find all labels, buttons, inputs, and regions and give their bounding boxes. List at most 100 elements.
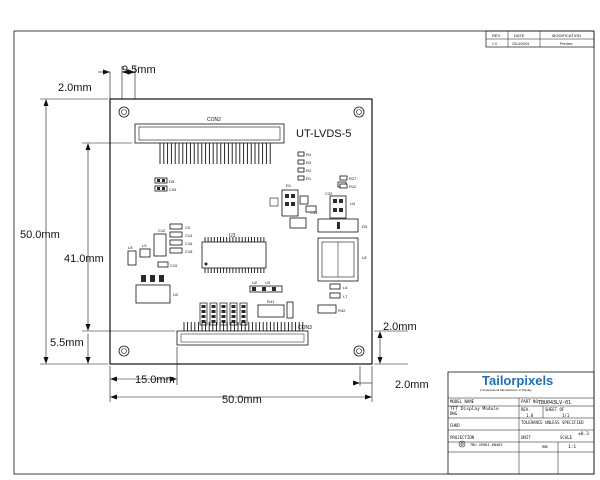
part-no-value: TBU043LV-01 [538,400,571,406]
board-silk-title: UT-LVDS-5 [296,128,351,140]
ic-u3: U3 [201,233,267,273]
lower-right-parts: U2 U3 R41 R42 L6 L7 [249,280,348,319]
caps-c34-c12: D5 C34 [154,177,177,192]
pack-pad [211,305,216,308]
resistor-pack [209,302,218,326]
projection-value: TBU 4P0K3-6N4K3 [470,443,502,447]
mounting-hole-icon [118,106,365,357]
right-cluster: C32 R27 R12 R1 C33 U4 [269,175,357,229]
dimension-arrows [43,69,383,400]
label-c32: C32 [325,191,333,196]
model-name-value: TFT Display Module [450,406,499,412]
model-name-label: MODEL NAME [450,399,475,404]
part-no-label: PART NO. [521,399,540,404]
label-c12: C34 [169,187,177,192]
sheet-border [13,30,595,475]
dim-board-width: 50.0mm [222,394,262,406]
resistor-pack-row [199,302,248,326]
dim-bottom-inset: 5.5mm [50,337,84,349]
label-r41: U2 [252,280,258,285]
label-l6: R41 [267,299,275,304]
dim-connector-span: 41.0mm [64,253,104,265]
resistor-column: R4 R3 R2 R1 [297,151,312,181]
unit-label: UNIT [521,435,531,440]
pack-pad [231,305,236,308]
pack-pad [201,315,206,318]
label-d5: D5 [362,224,368,229]
sheet-label: SHEET OF [545,407,565,412]
pack-pad [211,320,216,323]
label-c30: L6 [343,285,348,290]
con2-label: CON2 [207,117,221,123]
u2-label: U2 [173,292,179,297]
dim-board-height: 50.0mm [20,229,60,241]
revision-table: REV. DATE MODIFICATION 1.0 2014/03/01 Pr… [485,30,595,48]
pack-pad [231,315,236,318]
scale-label: SCALE [560,435,573,440]
rev-label: REV. [521,407,531,412]
label-l7: R42 [338,308,346,313]
pack-pad [201,305,206,308]
dim-connector-offset: 9.5mm [122,64,156,76]
pack-pad [211,310,216,313]
scale-value: 1:1 [568,444,576,450]
label-c31: L7 [343,294,348,299]
label-c11: L8 [128,245,133,250]
dimension-lines [40,66,408,402]
tolerance-value: ±0.3 [578,431,589,437]
label-r1: R1 [286,183,292,188]
pack-pad [221,305,226,308]
left-passives: C12 L9 L8 [127,228,167,266]
pack-pad [231,320,236,323]
chkd-label: CHKD [450,423,460,428]
pack-pad [221,315,226,318]
label-c18: C16 [185,241,193,246]
logo-tagline: A Professional Manufacturer of Display [480,388,532,392]
title-block: Tailorpixels A Professional Manufacturer… [447,371,595,475]
label-r1-top: R1 [306,176,312,181]
projection-symbol-icon [458,440,466,448]
label-l8: L8 [362,255,367,260]
projection-label: PROJECTION [450,435,475,440]
pack-pad [241,320,246,323]
unit-value: mm [542,445,548,450]
label-c10: C15 [170,263,178,268]
label-r12: R12 [349,184,357,189]
label-c14: C9 [185,225,191,230]
dwg-label: DWG [450,411,458,416]
label-l9: C12 [158,228,166,233]
cap-column: C9 C14 C16 C18 C15 [157,223,193,268]
resistor-pack [199,302,208,326]
con3-label: CON3 [298,325,312,331]
sheet-value: 1/1 [562,413,570,418]
logo-text: Tailorpixels [482,373,553,388]
rev-header: REV. [492,33,501,38]
pack-pad [241,315,246,318]
pack-pad [231,310,236,313]
pack-pad [221,320,226,323]
dim-right-inset: 2.0mm [383,321,417,333]
date-header: DATE [514,33,525,38]
modification-value: Preview [560,42,573,46]
label-c33: C33 [310,210,318,215]
dim-hole-inset-top: 2.0mm [58,82,92,94]
rev-value: 1.0 [492,42,497,46]
connector-con2: CON2 [134,117,285,164]
inductor-l8: L8 [317,237,367,282]
pack-pad [211,315,216,318]
dim-bottom-offset: 15.0mm [135,374,175,386]
pcb-board: CON2 UT-LVDS-5 R4 R3 R2 R1 C32 R27 R12 R… [109,98,373,365]
label-c16: C14 [185,233,193,238]
company-logo: Tailorpixels A Professional Manufacturer… [480,373,553,392]
pack-pad [201,310,206,313]
label-c34: D5 [169,179,175,184]
connector-con3: CON3 [176,322,312,346]
pack-pad [201,320,206,323]
pack-pad [241,310,246,313]
date-value: 2014/03/01 [512,42,530,46]
label-r27: R27 [349,176,357,181]
pack-pad [221,310,226,313]
label-u4: U4 [350,201,356,206]
rev-value-tb: 1.0 [526,413,534,418]
diode-d5: D5 [317,218,368,233]
